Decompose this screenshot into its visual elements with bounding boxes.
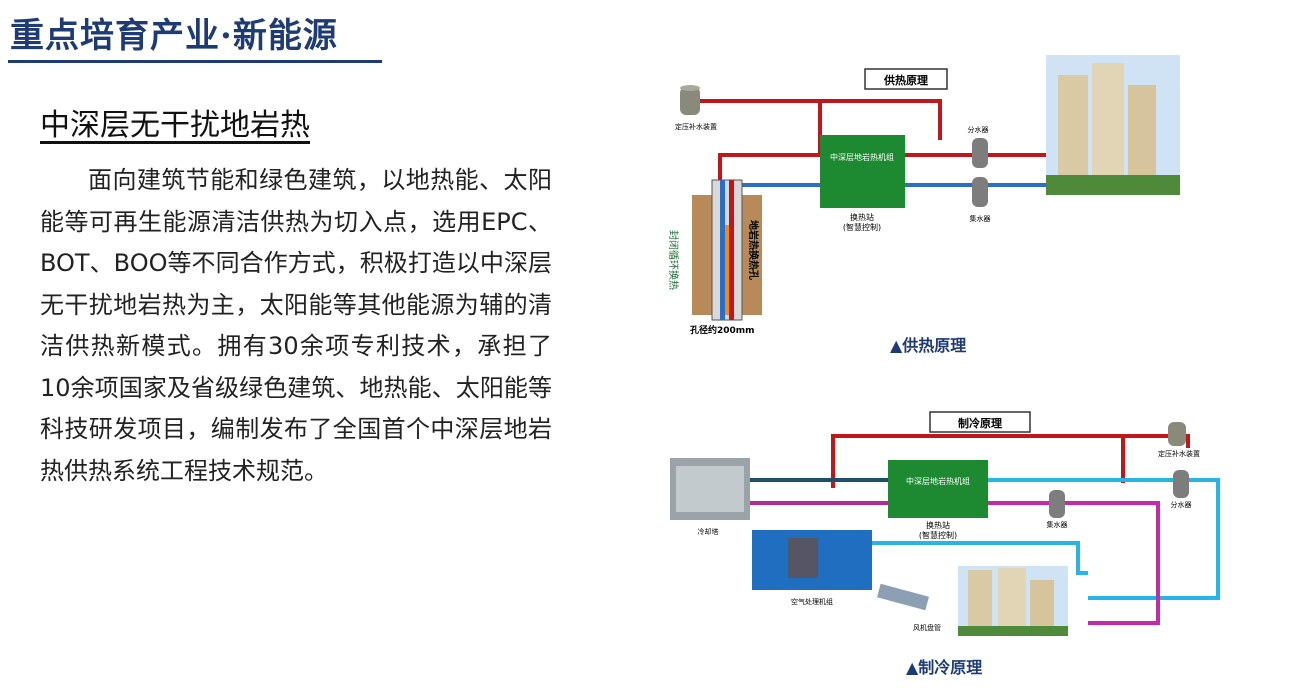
collector-label: 集水器 [1047, 520, 1068, 529]
heating-caption: ▲供热原理 [890, 336, 967, 355]
diameter-label: 孔径约200mm [690, 324, 755, 335]
body-paragraph: 面向建筑节能和绿色建筑，以地热能、太阳能等可再生能源清洁供热为切入点，选用EPC… [40, 166, 552, 485]
cooling-station-sub: (智慧控制) [919, 530, 957, 540]
collector-tank [972, 177, 988, 207]
borehole-graphic [692, 179, 762, 321]
makeup-tank [680, 85, 700, 115]
tower-label: 冷却塔 [698, 527, 719, 536]
ahu-image [752, 530, 872, 590]
heating-station-sub: (智慧控制) [843, 222, 881, 232]
hole-label: 地岩热换热孔 [747, 220, 760, 280]
cooling-station-label: 换热站 [926, 520, 950, 530]
cooling-unit-label: 中深层地岩热机组 [906, 476, 970, 486]
fancoil-image [877, 583, 929, 611]
distributor-label: 分水器 [968, 125, 989, 134]
cooling-tower-image [670, 458, 750, 520]
fancoil-label: 风机盘管 [913, 623, 941, 632]
loop-label: 封闭循环换热 [667, 230, 680, 290]
cooling-title: 制冷原理 [958, 416, 1002, 430]
page-title: 重点培育产业·新能源 [10, 16, 338, 56]
cooling-caption: ▲制冷原理 [906, 658, 983, 677]
makeup-label: 定压补水装置 [675, 122, 717, 131]
distributor-tank [972, 138, 988, 168]
collector-tank [1049, 490, 1065, 518]
distributor-label: 分水器 [1171, 500, 1192, 509]
cooling-diagram: 制冷原理 中深层地岩热机组 换热站 (智慧控制) 冷却塔 集水器 分水器 定压补… [668, 408, 1228, 640]
title-underline [8, 60, 382, 63]
heating-unit-label: 中深层地岩热机组 [830, 152, 894, 162]
heating-title: 供热原理 [883, 73, 928, 87]
ahu-label: 空气处理机组 [791, 597, 833, 606]
makeup-label: 定压补水装置 [1158, 449, 1200, 458]
building-image [958, 566, 1068, 636]
distributor-tank [1173, 470, 1189, 498]
section-title: 中深层无干扰地岩热 [40, 108, 310, 143]
building-image [1046, 55, 1180, 195]
heating-station-label: 换热站 [850, 212, 874, 222]
heating-diagram: 供热原理 定压补水装置 中深层地岩热机组 换热站 (智慧控制) 分水器 集水器 [660, 55, 1190, 336]
makeup-tank [1168, 422, 1186, 446]
collector-label: 集水器 [970, 214, 991, 223]
